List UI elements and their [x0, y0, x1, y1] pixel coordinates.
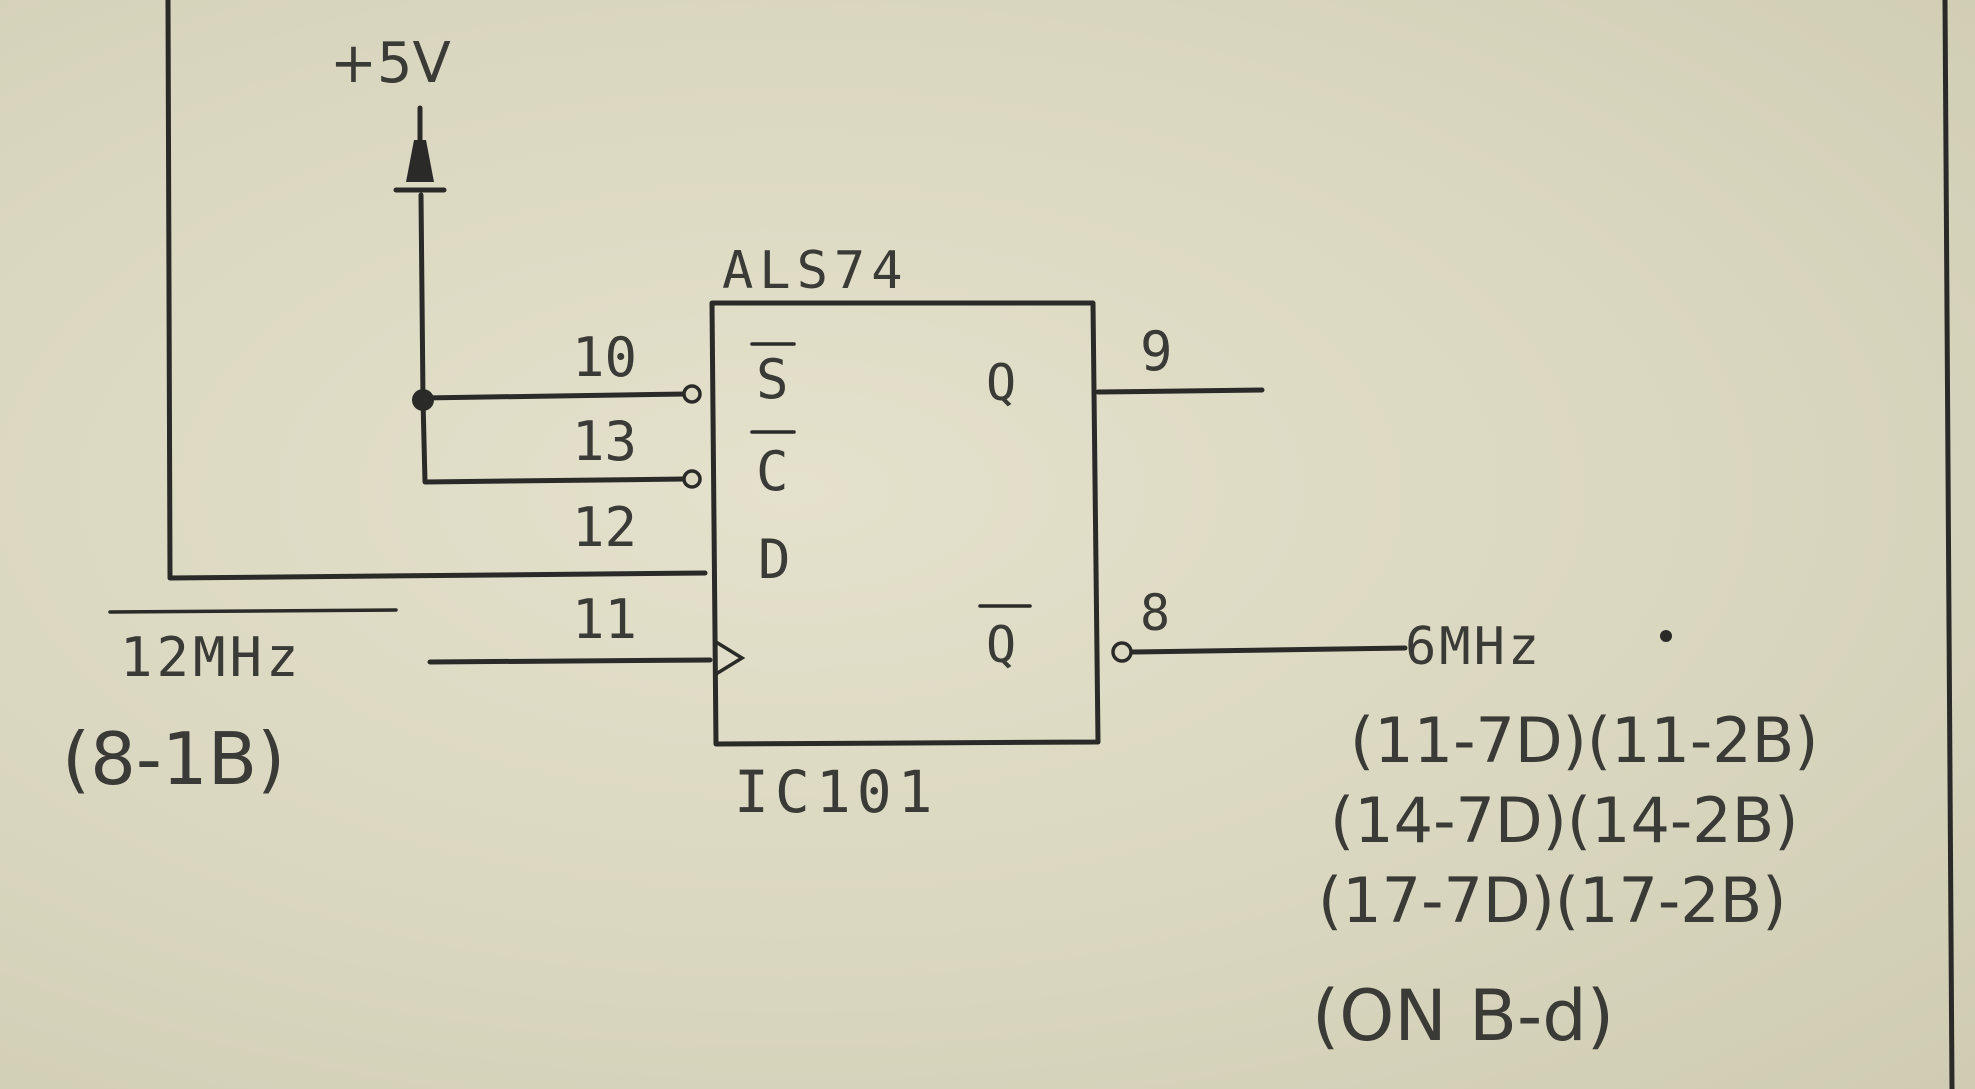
flip-flop-body — [709, 300, 1101, 747]
pin-number-q-bar: 8 — [1140, 584, 1170, 642]
power-arrow-icon — [406, 140, 434, 182]
output-ref-line-1: (11-7D)(11-2B) — [1350, 704, 1818, 777]
input-signal-ref: (8-1B) — [62, 717, 285, 801]
pin-name-set: S — [756, 348, 789, 411]
input-signal-label: 12MHz — [120, 626, 303, 689]
d-feedback-wire — [165, 0, 708, 581]
output-signal-label: 6MHz — [1405, 617, 1542, 677]
q-output-wire — [1095, 387, 1265, 395]
pin-name-q: Q — [986, 354, 1016, 412]
set-pin-bubble — [682, 384, 702, 404]
power-feed-wire — [418, 192, 426, 403]
pin-name-clear: C — [756, 440, 789, 503]
clock-pin-wire — [427, 657, 713, 665]
set-pin-wire — [420, 391, 688, 401]
input-signal-overbar — [108, 608, 398, 614]
pin-number-data: 12 — [572, 496, 637, 559]
chip-ref-label: IC101 — [734, 758, 939, 826]
q-bar-bubble — [1111, 641, 1133, 663]
q-bar-output-wire — [1129, 645, 1408, 655]
power-label: +5V — [330, 31, 451, 96]
pin-name-q-bar: Q — [986, 616, 1016, 674]
output-signal-marker — [1660, 630, 1672, 642]
pin-number-set: 10 — [572, 326, 637, 389]
pin-number-q: 9 — [1140, 320, 1173, 383]
pin-name-data: D — [758, 528, 791, 591]
output-ref-line-4: (ON B-d) — [1312, 975, 1614, 1057]
pin-number-clock: 11 — [572, 588, 637, 651]
chip-type-label: ALS74 — [722, 241, 909, 301]
clear-pin-bubble — [682, 469, 702, 489]
clock-triangle-icon — [714, 640, 746, 676]
pin-number-clear: 13 — [572, 410, 637, 473]
output-ref-line-2: (14-7D)(14-2B) — [1330, 784, 1798, 857]
sheet-border-line — [1942, 0, 1955, 1089]
output-ref-line-3: (17-7D)(17-2B) — [1318, 864, 1786, 937]
clear-pin-wire — [420, 397, 688, 485]
